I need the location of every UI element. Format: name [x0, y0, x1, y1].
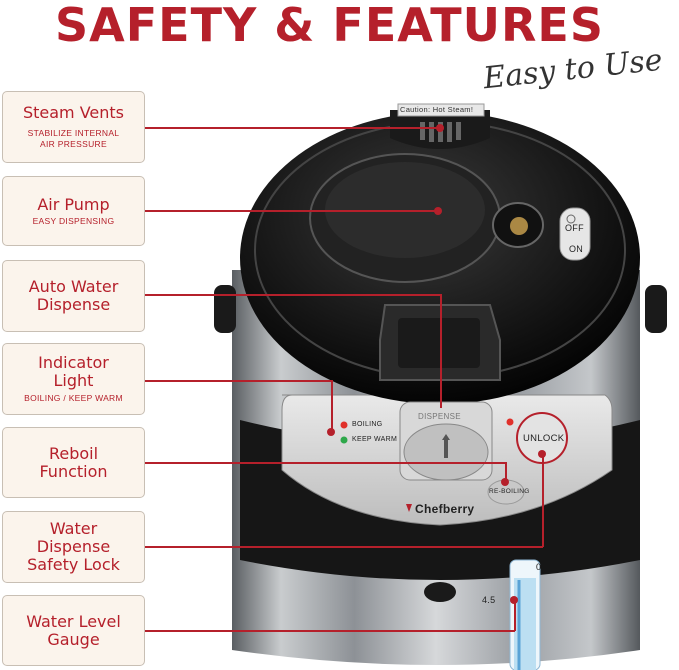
caution-label: Caution: Hot Steam!	[400, 105, 474, 114]
boiling-label: BOILING	[352, 421, 383, 428]
feature-card-auto-water-dispense: Auto Water Dispense	[2, 260, 145, 332]
unlock-label: UNLOCK	[523, 433, 565, 444]
keep-warm-label: KEEP WARM	[352, 436, 398, 443]
connector-air-pump	[145, 210, 437, 212]
feature-subtext: BOILING / KEEP WARM	[24, 393, 123, 403]
brand-name: Chefberry	[415, 502, 475, 516]
connector-indicator-light-vertical	[331, 380, 333, 432]
connector-dot-water-gauge	[510, 596, 518, 604]
connector-auto-dispense-vertical	[440, 294, 442, 408]
connector-steam-vents	[145, 127, 440, 129]
connector-dot-indicator-light	[327, 428, 335, 436]
switch-off-label: OFF	[565, 223, 584, 233]
connector-dot-reboil	[501, 478, 509, 486]
connector-water-gauge-vertical	[514, 600, 516, 631]
connector-auto-dispense	[145, 294, 441, 296]
connector-reboil-vertical	[505, 462, 507, 482]
feature-card-water-level-gauge: Water Level Gauge	[2, 595, 145, 666]
feature-heading: Air Pump	[37, 194, 110, 214]
connector-dot-safety-lock	[538, 450, 546, 458]
switch-on-label: ON	[569, 244, 584, 254]
connector-reboil	[145, 462, 506, 464]
feature-heading: Reboil Function	[39, 443, 108, 481]
feature-card-indicator-light: Indicator Light BOILING / KEEP WARM	[2, 343, 145, 415]
feature-heading: Water Level Gauge	[26, 611, 121, 649]
feature-card-air-pump: Air Pump EASY DISPENSING	[2, 176, 145, 246]
reboiling-label: RE-BOILING	[489, 488, 530, 495]
feature-subtext: EASY DISPENSING	[32, 215, 115, 226]
feature-heading: Water Dispense Safety Lock	[27, 519, 120, 574]
feature-heading: Auto Water Dispense	[28, 277, 119, 314]
connector-safety-lock-vertical	[542, 454, 544, 547]
dispense-label: DISPENSE	[418, 412, 461, 421]
connector-dot-air-pump	[434, 207, 442, 215]
feature-heading: Indicator Light	[38, 353, 109, 390]
connector-safety-lock	[145, 546, 543, 548]
feature-subtext: STABILIZE INTERNAL AIR PRESSURE	[27, 128, 120, 149]
feature-heading: Steam Vents	[22, 103, 125, 122]
feature-card-safety-lock: Water Dispense Safety Lock	[2, 511, 145, 583]
feature-card-steam-vents: Steam Vents STABILIZE INTERNAL AIR PRESS…	[2, 91, 145, 163]
feature-card-reboil-function: Reboil Function	[2, 427, 145, 498]
gauge-top-mark: 0	[536, 562, 542, 572]
connector-water-gauge	[145, 630, 515, 632]
connector-indicator-light	[145, 380, 332, 382]
gauge-mark: 4.5	[482, 595, 496, 605]
connector-dot-steam-vents	[436, 124, 444, 132]
page-title: SAFETY & FEATURES	[55, 0, 604, 52]
